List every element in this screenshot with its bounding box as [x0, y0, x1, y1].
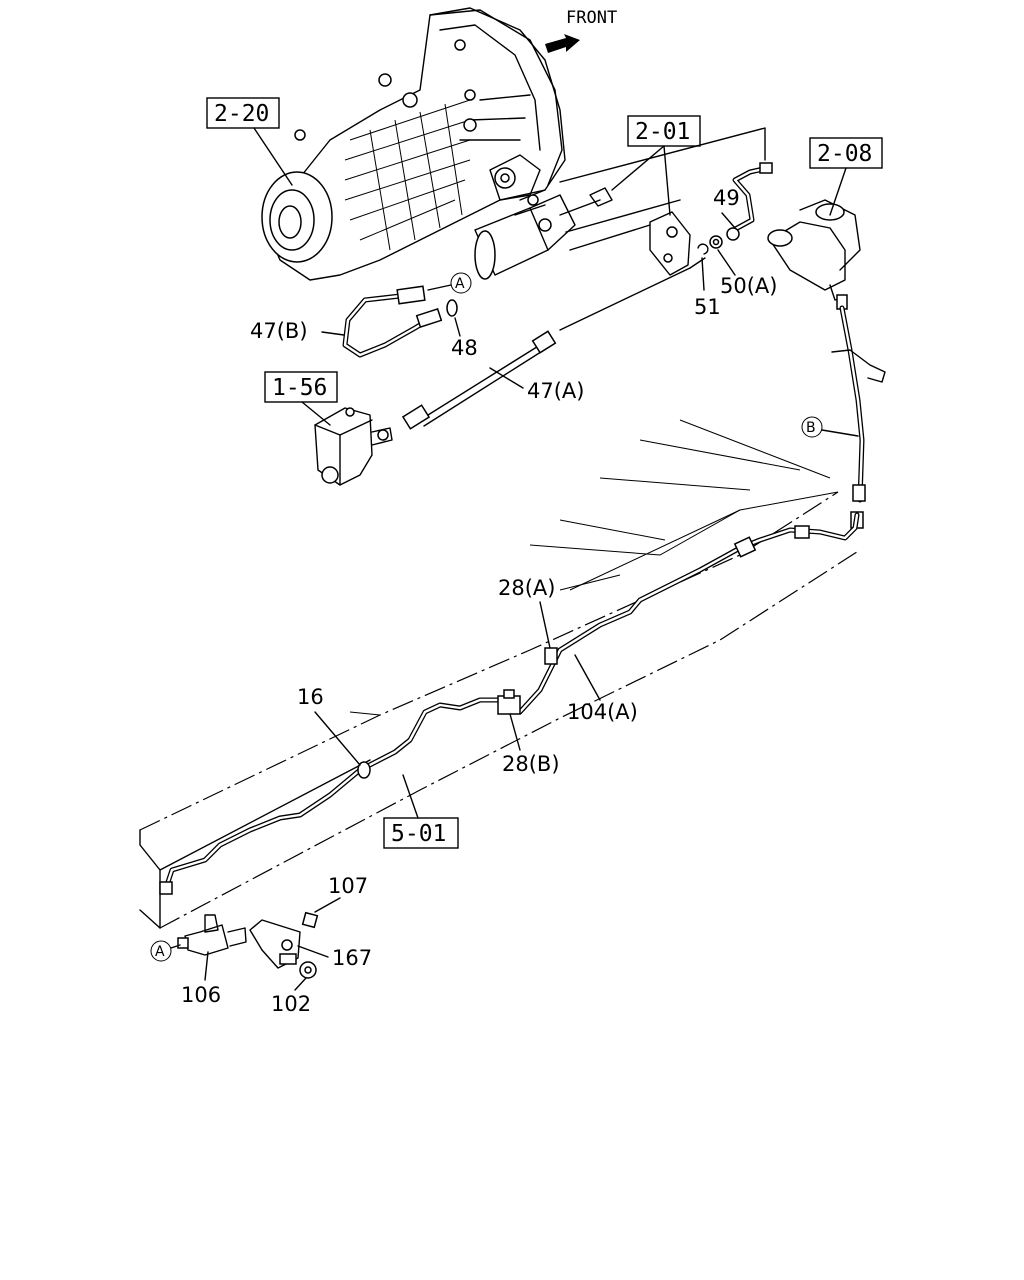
svg-text:A: A: [155, 944, 165, 960]
svg-text:167: 167: [332, 946, 372, 970]
bolt-167: 167: [279, 945, 372, 970]
svg-text:107: 107: [328, 874, 368, 898]
front-direction-indicator: FRONT: [545, 8, 617, 53]
hydraulic-hose-vertical: [831, 305, 886, 529]
ref-box-2-01: 2-01: [611, 115, 701, 216]
hose-47a: 47(A): [401, 257, 706, 430]
transmission-assembly: [261, 7, 566, 281]
svg-text:1-56: 1-56: [272, 375, 327, 401]
bolt-107: 107: [301, 874, 368, 929]
part-49: 49: [713, 186, 740, 229]
marker-a-bottom: A: [150, 940, 181, 962]
svg-text:28(B): 28(B): [502, 752, 560, 776]
svg-text:2-20: 2-20: [214, 101, 269, 127]
svg-text:48: 48: [451, 336, 478, 360]
connector-106: 106: [177, 914, 247, 1007]
slave-cylinder: [474, 189, 576, 280]
svg-text:47(B): 47(B): [250, 319, 308, 343]
svg-text:47(A): 47(A): [527, 379, 584, 403]
clutch-bracket-assembly: [559, 127, 766, 276]
front-label: FRONT: [566, 8, 617, 28]
svg-text:51: 51: [694, 295, 721, 319]
hose-47b: 47(B): [250, 285, 443, 358]
svg-text:49: 49: [713, 186, 740, 210]
svg-text:50(A): 50(A): [720, 274, 777, 298]
mount-bracket: [249, 919, 301, 969]
svg-text:106: 106: [181, 983, 221, 1007]
svg-text:102: 102: [271, 992, 311, 1016]
ref-box-2-20: 2-20: [206, 97, 293, 186]
ref-box-5-01: 5-01: [383, 774, 459, 849]
svg-text:16: 16: [297, 685, 324, 709]
svg-text:2-01: 2-01: [635, 119, 690, 145]
nut-102: 102: [271, 961, 317, 1016]
clutch-booster: [314, 407, 393, 486]
svg-text:5-01: 5-01: [391, 821, 446, 847]
part-50a-nut: 50(A): [709, 235, 777, 298]
master-cylinder: [767, 199, 861, 310]
part-51-clip: 51: [694, 243, 721, 319]
ref-box-1-56: 1-56: [264, 371, 338, 426]
marker-a-top: A: [427, 272, 472, 294]
ref-box-2-08: 2-08: [809, 137, 883, 216]
clamp-28a: 28(A): [498, 576, 558, 665]
hydraulic-hose-upper: [726, 162, 773, 241]
front-arrow-icon: [545, 34, 580, 53]
svg-text:A: A: [455, 276, 465, 292]
svg-text:104(A): 104(A): [567, 700, 638, 724]
chassis-frame: [139, 419, 861, 929]
svg-text:B: B: [806, 420, 816, 436]
svg-text:28(A): 28(A): [498, 576, 555, 600]
marker-b: B: [801, 416, 859, 438]
svg-text:2-08: 2-08: [817, 141, 872, 167]
clip-16: 16: [297, 685, 371, 779]
clamp-28b: 28(B): [497, 689, 560, 776]
washer-48: 48: [446, 299, 478, 360]
